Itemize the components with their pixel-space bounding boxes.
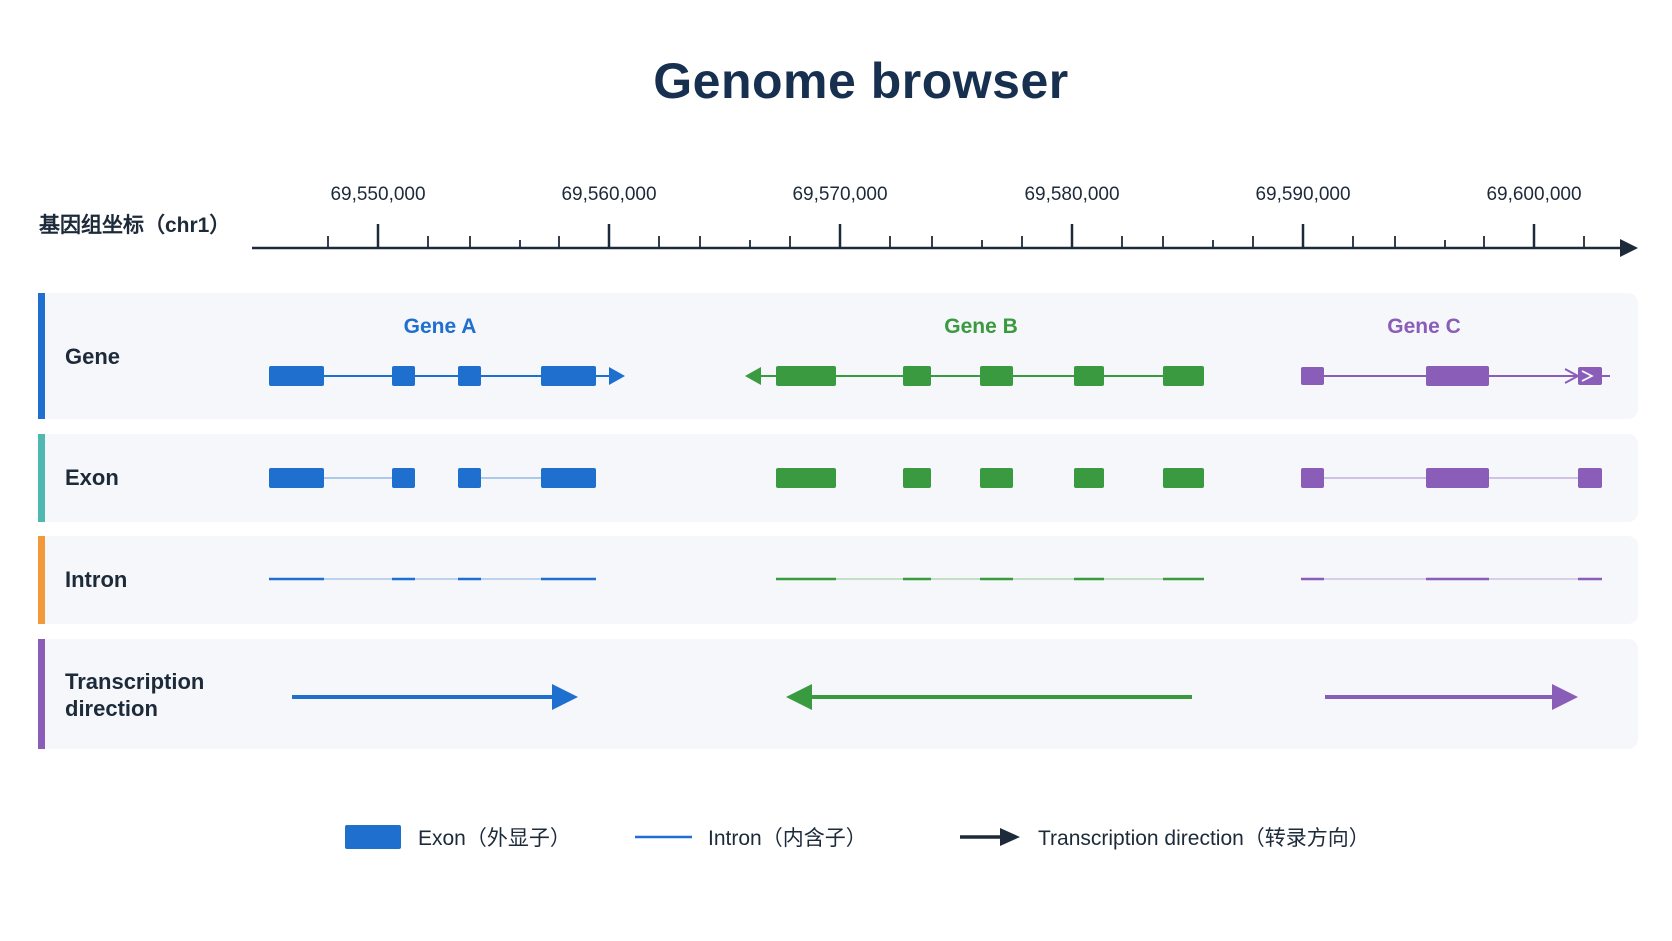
track-label-gene: Gene [65, 344, 121, 369]
exon-block [541, 468, 596, 488]
exon-block [1578, 468, 1602, 488]
tick-label: 69,580,000 [1024, 184, 1120, 205]
legend-symbols [345, 825, 1020, 849]
major-ticks [376, 224, 1536, 248]
exon-block [1301, 468, 1324, 488]
exon-block [458, 468, 481, 488]
legend-exon-label: Exon（外显子） [418, 827, 571, 850]
gene-a-model [269, 366, 625, 386]
exon-block [903, 366, 931, 386]
exon-block [776, 468, 836, 488]
coordinate-axis [252, 224, 1638, 257]
tick-label: 69,560,000 [561, 184, 657, 205]
arrow-right-icon [1552, 684, 1578, 710]
gene-track-panel [38, 293, 1638, 419]
arrow-right-icon [552, 684, 578, 710]
tick-label: 69,570,000 [792, 184, 888, 205]
strand-arrow-icon [745, 367, 761, 385]
track-label-direction-line1: Transcription [65, 669, 205, 694]
exon-block [269, 468, 324, 488]
legend-intron-label: Intron（内含子） [708, 827, 867, 850]
exon-track-bar [38, 434, 45, 522]
page-title: Genome browser [653, 53, 1069, 109]
axis-label: 基因组坐标（chr1） [39, 214, 231, 237]
direction-arrow-gene-a [292, 684, 578, 710]
exon-block [1074, 468, 1104, 488]
exon-block [1426, 366, 1489, 386]
track-label-direction: Transcription direction [65, 668, 204, 722]
gene-track-bar [38, 293, 45, 419]
exon-block [269, 366, 324, 386]
legend-direction-label: Transcription direction（转录方向） [1038, 827, 1370, 850]
gene-name-c: Gene C [1387, 315, 1461, 338]
exon-block [903, 468, 931, 488]
exon-block [980, 468, 1013, 488]
legend-arrow-icon [1000, 828, 1020, 846]
legend-exon-swatch [345, 825, 401, 849]
tick-label: 69,600,000 [1486, 184, 1582, 205]
strand-arrow-icon [609, 367, 625, 385]
exon-block [1301, 367, 1324, 385]
gene-c-model [1301, 366, 1610, 386]
axis-arrow-icon [1620, 239, 1638, 257]
track-label-intron: Intron [65, 567, 128, 592]
exon-block [1163, 366, 1204, 386]
gene-name-b: Gene B [944, 315, 1018, 338]
direction-track-panel [38, 639, 1638, 749]
minor-ticks [327, 236, 1585, 248]
tick-label: 69,550,000 [330, 184, 426, 205]
track-label-direction-line2: direction [65, 696, 158, 721]
intron-track-bar [38, 536, 45, 624]
direction-arrow-gene-b [786, 684, 1192, 710]
tick-label: 69,590,000 [1255, 184, 1351, 205]
exon-block [392, 468, 415, 488]
track-label-exon: Exon [65, 465, 119, 490]
direction-track-content [292, 684, 1578, 710]
gene-b-model [745, 366, 1204, 386]
exon-block [980, 366, 1013, 386]
exon-block [1426, 468, 1489, 488]
direction-arrow-gene-c [1325, 684, 1578, 710]
gene-name-a: Gene A [403, 315, 477, 338]
exon-track-content [269, 468, 1602, 488]
direction-track-bar [38, 639, 45, 749]
exon-block [1163, 468, 1204, 488]
exon-block [541, 366, 596, 386]
exon-block [1074, 366, 1104, 386]
exon-block [1578, 367, 1602, 385]
arrow-left-icon [786, 684, 812, 710]
exon-block [392, 366, 415, 386]
exon-block [458, 366, 481, 386]
exon-block [776, 366, 836, 386]
